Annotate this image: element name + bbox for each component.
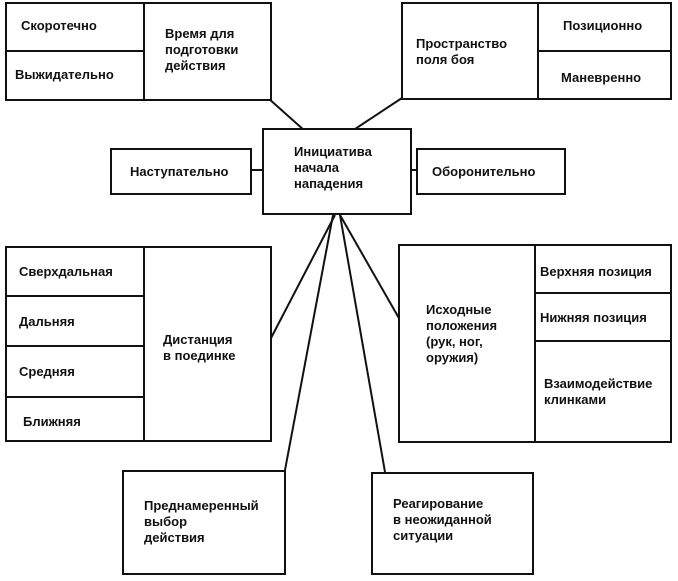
distance-option-extra-long: Сверхдальная (19, 264, 113, 279)
space-option-maneuver: Маневренно (561, 70, 642, 85)
distance-option-close: Ближняя (23, 414, 81, 429)
offense-box: Наступательно (110, 148, 252, 195)
link-center-positions (339, 214, 401, 321)
positions-divider-1 (534, 292, 670, 294)
space-option-positional: Позиционно (563, 18, 643, 33)
distance-divider-2 (7, 345, 143, 347)
center-node: Инициатива начала нападения (262, 128, 412, 215)
time-divider-vertical (143, 4, 145, 99)
reaction-label: Реагирование в неожиданной ситуации (393, 496, 492, 543)
deliberate-box: Преднамеренный выбор действия (122, 470, 286, 575)
deliberate-label: Преднамеренный выбор действия (144, 498, 259, 545)
positions-title: Исходные положения (рук, ног, оружия) (426, 302, 498, 365)
link-center-space (351, 97, 403, 132)
space-divider-horizontal (537, 50, 670, 52)
link-center-distance (269, 214, 336, 341)
distance-block: Сверхдальная Дальняя Средняя Ближняя Дис… (5, 246, 272, 442)
center-title: Инициатива начала нападения (294, 144, 372, 191)
link-center-deliberate (284, 214, 334, 471)
positions-block: Исходные положения (рук, ног, оружия) Ве… (398, 244, 672, 443)
defense-box: Оборонительно (416, 148, 566, 195)
link-center-time (267, 97, 306, 132)
time-title: Время для подготовки действия (165, 26, 239, 73)
distance-divider-vertical (143, 248, 145, 440)
reaction-box: Реагирование в неожиданной ситуации (371, 472, 534, 575)
time-block: Скоротечно Выжидательно Время для подгот… (5, 2, 272, 101)
space-title: Пространство поля боя (416, 36, 508, 67)
distance-divider-1 (7, 295, 143, 297)
offense-label: Наступательно (130, 164, 229, 179)
distance-option-medium: Средняя (19, 364, 75, 379)
space-block: Пространство поля боя Позиционно Маневре… (401, 2, 672, 100)
distance-title: Дистанция в поединке (163, 332, 236, 363)
time-divider-horizontal (7, 50, 143, 52)
positions-option-lower: Нижняя позиция (540, 310, 647, 325)
distance-option-long: Дальняя (19, 314, 75, 329)
positions-divider-vertical (534, 246, 536, 441)
positions-option-upper: Верхняя позиция (540, 264, 652, 279)
distance-divider-3 (7, 396, 143, 398)
time-option-waiting: Выжидательно (15, 67, 114, 82)
defense-label: Оборонительно (432, 164, 536, 179)
time-option-fast: Скоротечно (21, 18, 97, 33)
positions-option-blades: Взаимодействие клинками (544, 376, 653, 407)
positions-divider-2 (534, 340, 670, 342)
link-center-reaction (339, 214, 386, 473)
